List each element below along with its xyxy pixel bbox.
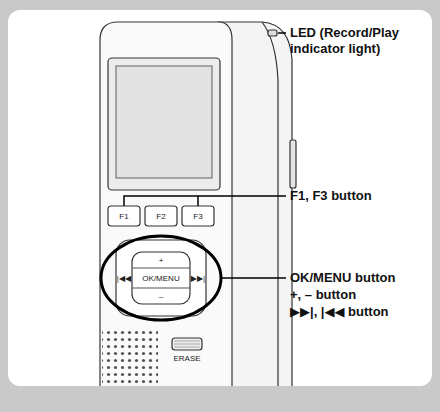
button-text: F1 (119, 212, 128, 221)
button-text: ▶▶| (191, 274, 205, 283)
button-text: OK/MENU (142, 274, 179, 283)
callout-label: OK/MENU button (290, 270, 395, 286)
callout-label: F1, F3 button (290, 188, 372, 204)
button-text: F2 (156, 212, 165, 221)
callout-label: ▶▶|, |◀◀ button (290, 304, 389, 320)
callout-label: LED (Record/Play indicator light) (290, 25, 430, 57)
callout-label: +, – button (290, 287, 356, 303)
button-text: – (159, 292, 163, 301)
button-text: ERASE (173, 354, 200, 363)
button-text: F3 (193, 212, 202, 221)
button-text: |◀◀ (117, 274, 131, 283)
button-text: + (159, 256, 164, 265)
